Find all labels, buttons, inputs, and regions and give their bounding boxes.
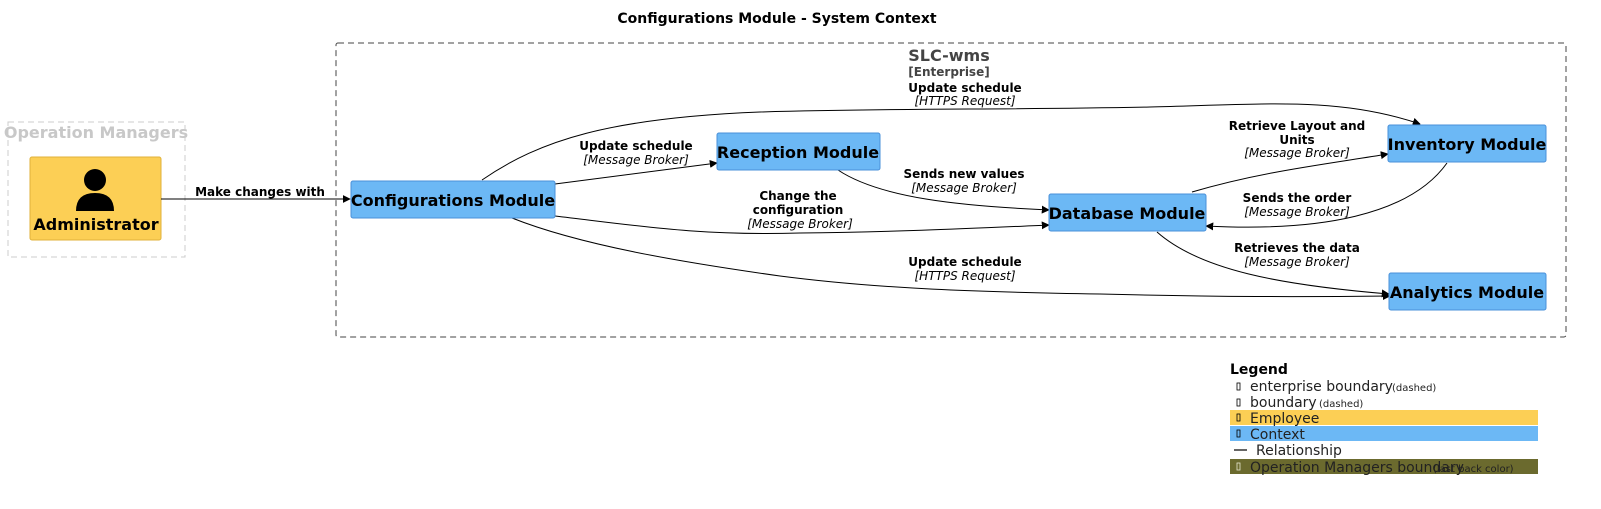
- legend-item-label: Relationship: [1256, 443, 1342, 459]
- enterprise-boundary: [335, 42, 1567, 338]
- relationships: [161, 103, 1448, 301]
- rel-config-inventory[interactable]: [481, 103, 1421, 181]
- rel-database-analytics-label: Retrieves the data: [1234, 241, 1360, 255]
- legend-item-label: Context: [1250, 427, 1305, 443]
- legend-item-operation-managers-boundary: Operation Managers boundary (last back c…: [1230, 459, 1538, 476]
- rel-database-analytics[interactable]: [1156, 231, 1390, 298]
- rel-config-analytics[interactable]: [511, 217, 1391, 301]
- system-analytics-module-label: Analytics Module: [1390, 283, 1544, 302]
- legend-item-label: boundary: [1250, 395, 1317, 411]
- rel-database-analytics-tech: [Message Broker]: [1244, 255, 1350, 269]
- rel-database-inventory-label-line2: Units: [1279, 133, 1314, 147]
- system-inventory-module-label: Inventory Module: [1388, 135, 1547, 154]
- system-analytics-module[interactable]: Analytics Module: [1388, 272, 1547, 311]
- rel-config-reception-tech: [Message Broker]: [583, 153, 689, 167]
- rel-inventory-database[interactable]: [1205, 162, 1448, 231]
- rel-reception-database-label: Sends new values: [903, 167, 1024, 181]
- rel-config-inventory-tech: [HTTPS Request]: [915, 94, 1016, 108]
- rel-config-analytics-label: Update schedule: [908, 255, 1021, 269]
- system-inventory-module[interactable]: Inventory Module: [1387, 124, 1547, 163]
- administrator-name: Administrator: [33, 215, 158, 234]
- legend-item-employee: Employee: [1230, 410, 1538, 427]
- rel-config-database-label-line2: configuration: [753, 203, 844, 217]
- rel-config-database-tech: [Message Broker]: [747, 217, 853, 231]
- rel-reception-database[interactable]: [837, 169, 1050, 214]
- legend-item-note: (dashed): [1392, 383, 1436, 394]
- rel-database-inventory-tech: [Message Broker]: [1244, 146, 1350, 160]
- operation-managers-boundary-name: Operation Managers: [4, 123, 188, 142]
- system-configurations-module-label: Configurations Module: [351, 191, 555, 210]
- legend-item-context: Context: [1230, 426, 1538, 443]
- administrator-person[interactable]: Administrator: [29, 156, 162, 241]
- rel-reception-database-tech: [Message Broker]: [911, 181, 1017, 195]
- rel-config-reception[interactable]: [554, 159, 718, 185]
- enterprise-boundary-stereotype: [Enterprise]: [908, 65, 989, 79]
- rel-config-database[interactable]: [554, 215, 1050, 235]
- system-database-module-label: Database Module: [1049, 204, 1206, 223]
- rel-config-analytics-tech: [HTTPS Request]: [915, 269, 1016, 283]
- enterprise-boundary-name: SLC-wms: [908, 46, 989, 65]
- rel-inventory-database-tech: [Message Broker]: [1244, 205, 1350, 219]
- system-database-module[interactable]: Database Module: [1048, 193, 1207, 232]
- diagram-title: Configurations Module - System Context: [617, 11, 937, 27]
- system-configurations-module[interactable]: Configurations Module: [350, 180, 556, 219]
- legend-item-boundary: boundary (dashed): [1236, 395, 1363, 411]
- legend-item-label: Operation Managers boundary: [1250, 460, 1464, 476]
- legend-item-label: Employee: [1250, 411, 1319, 427]
- legend-item-relationship: Relationship: [1234, 443, 1342, 459]
- legend-item-label: enterprise boundary: [1250, 379, 1393, 395]
- person-icon: [76, 169, 114, 211]
- relationship-labels: Make changes with Update schedule [Messa…: [195, 81, 1365, 283]
- rel-config-inventory-label: Update schedule: [908, 81, 1021, 95]
- rel-config-database-label-line1: Change the: [759, 189, 836, 203]
- legend: Legend enterprise boundary (dashed) boun…: [1230, 362, 1538, 476]
- operation-managers-boundary: [7, 121, 186, 258]
- rel-inventory-database-label: Sends the order: [1243, 191, 1352, 205]
- system-reception-module-label: Reception Module: [717, 143, 879, 162]
- legend-item-note: (dashed): [1319, 399, 1363, 410]
- rel-database-inventory[interactable]: [1191, 151, 1389, 193]
- rel-config-reception-label: Update schedule: [579, 139, 692, 153]
- legend-item-note: (last back color): [1433, 464, 1514, 475]
- rel-admin-config-label: Make changes with: [195, 185, 325, 199]
- legend-title: Legend: [1230, 362, 1288, 378]
- system-reception-module[interactable]: Reception Module: [716, 132, 881, 171]
- rel-database-inventory-label-line1: Retrieve Layout and: [1229, 119, 1366, 133]
- legend-item-enterprise-boundary: enterprise boundary (dashed): [1236, 379, 1436, 395]
